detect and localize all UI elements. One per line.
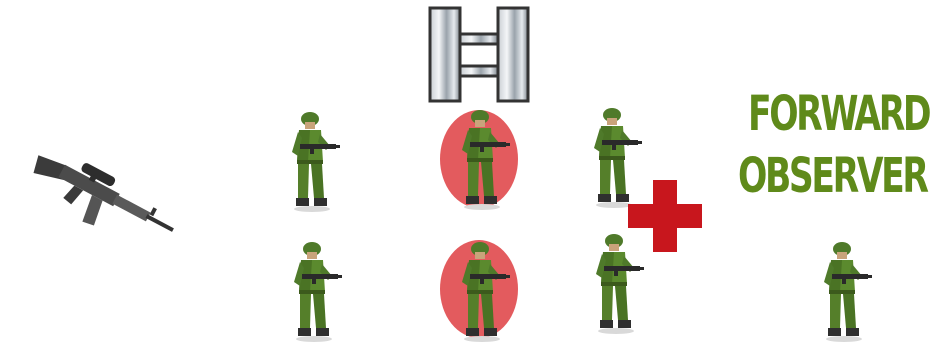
squad-soldier-r1c2[interactable]	[456, 108, 512, 212]
squad-soldier-r2c2[interactable]	[456, 240, 512, 344]
forward-observer-soldier[interactable]	[818, 240, 874, 344]
assault-rifle-icon	[18, 155, 178, 255]
soldier-icon	[818, 240, 874, 344]
soldier-icon	[456, 240, 512, 344]
captain-bars-icon	[428, 6, 530, 103]
red-cross-icon	[628, 180, 702, 252]
squad-soldier-r2c1[interactable]	[288, 240, 344, 344]
forward-observer-label-line1: FORWARD	[748, 90, 924, 138]
soldier-icon	[288, 240, 344, 344]
soldier-icon	[286, 110, 342, 214]
forward-observer-label-line2: OBSERVER	[738, 152, 914, 200]
soldier-icon	[456, 108, 512, 212]
squad-soldier-r1c1[interactable]	[286, 110, 342, 214]
